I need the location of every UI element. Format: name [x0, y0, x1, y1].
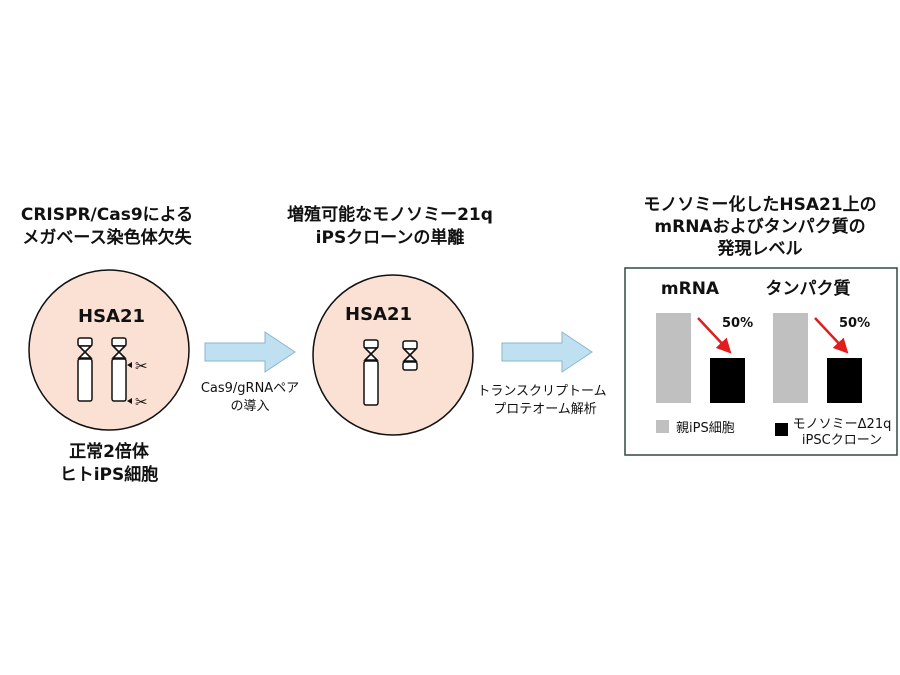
arrow2-label-line1: トランスクリプトーム	[477, 384, 606, 399]
category-label: mRNA	[661, 279, 720, 299]
chromosome-pair-deleted	[363, 339, 418, 406]
monosomy-clone-cell	[312, 274, 474, 436]
step1-title-line2: メガベース染色体欠失	[22, 227, 192, 248]
bar-monosomy	[710, 358, 745, 403]
step3-title-line3: 発現レベル	[717, 238, 803, 259]
arrow2-label-line2: プロテオーム解析	[493, 402, 597, 417]
bar-monosomy	[827, 358, 862, 403]
step3-title-line1: モノソミー化したHSA21上の	[643, 194, 876, 215]
process-arrow-icon	[204, 331, 296, 373]
legend-swatch-monosomy	[775, 423, 788, 436]
normal-cell	[28, 269, 190, 431]
step1-hsa21-label: HSA21	[78, 306, 145, 327]
arrow1-label-line1: Cas9/gRNAペア	[201, 381, 299, 396]
process-arrow-icon	[501, 331, 593, 373]
cell-label-line1: 正常2倍体	[69, 441, 150, 462]
category-label: タンパク質	[766, 278, 851, 299]
step2-title-line2: iPSクローンの単離	[316, 227, 465, 248]
decrease-annotation: 50%	[722, 316, 753, 331]
scissors-icon: ✂	[127, 357, 148, 375]
svg-text:✂: ✂	[135, 393, 148, 411]
bars: 50% 50%	[656, 313, 870, 403]
legend: 親iPS細胞 モノソミーΔ21q iPSCクローン	[656, 417, 891, 448]
legend-swatch-parent	[656, 420, 669, 433]
cell-label-line2: ヒトiPS細胞	[60, 464, 159, 485]
step3-title-line2: mRNAおよびタンパク質の	[654, 216, 865, 237]
bar-parent	[773, 313, 808, 403]
decrease-annotation: 50%	[839, 316, 870, 331]
scissors-icon: ✂	[127, 393, 148, 411]
step2-hsa21-label: HSA21	[345, 304, 412, 325]
step2-title-line1: 増殖可能なモノソミー21q	[287, 204, 493, 225]
chromosome-pair	[77, 337, 127, 402]
legend-label-monosomy-line1: モノソミーΔ21q	[793, 417, 892, 432]
legend-label-monosomy-line2: iPSCクローン	[802, 433, 882, 448]
decrease-arrow-icon	[697, 317, 732, 354]
bar-parent	[656, 313, 691, 403]
svg-text:✂: ✂	[135, 357, 148, 375]
arrow1-label-line2: の導入	[230, 399, 269, 414]
step1-title-line1: CRISPR/Cas9による	[21, 205, 193, 225]
legend-label-parent: 親iPS細胞	[676, 421, 735, 436]
decrease-arrow-icon	[814, 317, 849, 354]
